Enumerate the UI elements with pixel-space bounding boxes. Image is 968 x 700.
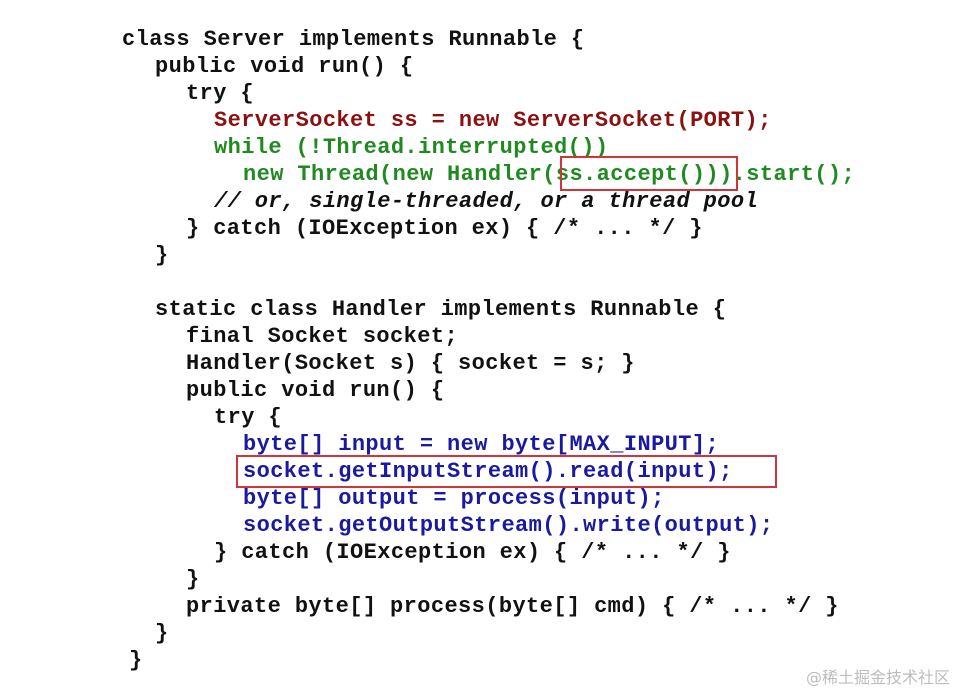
code-line-server-socket: ServerSocket ss = new ServerSocket(PORT)…	[214, 108, 772, 133]
code-line-new-thread: new Thread(new Handler(ss.accept())).sta…	[243, 162, 856, 187]
code-line-catch: } catch (IOException ex) { /* ... */ }	[186, 216, 703, 241]
code-line-try-inner: try {	[214, 405, 283, 430]
code-line-close-brace: }	[155, 243, 169, 268]
code-line-read: socket.getInputStream().read(input);	[243, 459, 733, 484]
code-line-class-server: class Server implements Runnable {	[122, 27, 585, 52]
code-line-process: byte[] output = process(input);	[243, 486, 665, 511]
highlight-box-accept	[560, 156, 738, 191]
code-line-run-method: public void run() {	[155, 54, 414, 79]
code-line-final-socket: final Socket socket;	[186, 324, 459, 349]
code-line-close-brace: }	[186, 567, 200, 592]
code-line-constructor: Handler(Socket s) { socket = s; }	[186, 351, 635, 376]
watermark: @稀土掘金技术社区	[805, 668, 950, 687]
code-line-try: try {	[186, 81, 255, 106]
code-line-close-brace: }	[155, 621, 169, 646]
code-line-close-brace: }	[129, 648, 143, 673]
code-line-catch-inner: } catch (IOException ex) { /* ... */ }	[214, 540, 731, 565]
code-line-comment: // or, single-threaded, or a thread pool	[214, 189, 759, 214]
code-line-while: while (!Thread.interrupted())	[214, 135, 609, 160]
code-line-handler-run: public void run() {	[186, 378, 445, 403]
code-line-handler-class: static class Handler implements Runnable…	[155, 297, 727, 322]
code-line-input-buffer: byte[] input = new byte[MAX_INPUT];	[243, 432, 720, 457]
code-line-write: socket.getOutputStream().write(output);	[243, 513, 774, 538]
code-line-process-method: private byte[] process(byte[] cmd) { /* …	[186, 594, 839, 619]
highlight-box-read	[236, 455, 777, 488]
